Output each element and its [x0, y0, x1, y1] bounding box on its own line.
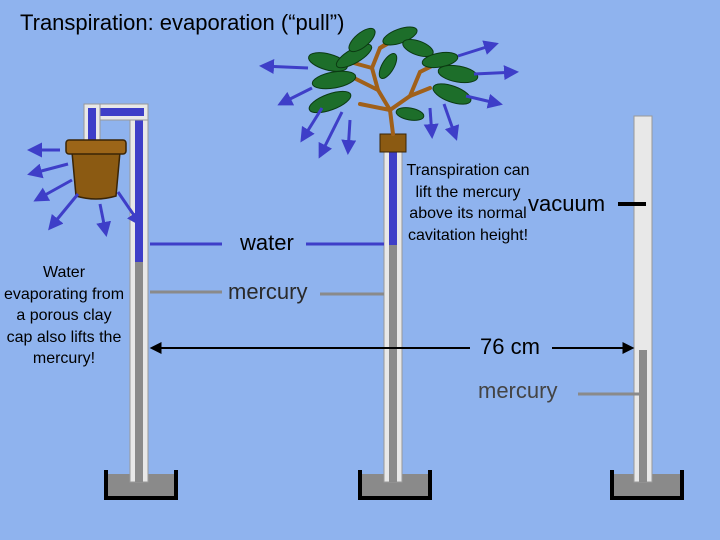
- mercury-label-left: mercury: [228, 279, 308, 304]
- evaporation-arrow-icon: [27, 142, 142, 237]
- pointer-lines: [149, 202, 646, 396]
- plant-apparatus: [259, 26, 519, 500]
- height-label: 76 cm: [480, 334, 540, 359]
- barometer-apparatus: [610, 115, 684, 500]
- page-title: Transpiration: evaporation (“pull”): [20, 10, 345, 35]
- clay-pot-icon: [65, 139, 127, 200]
- mercury-dish-right: [614, 474, 680, 496]
- evaporation-arrow-icon: [259, 40, 519, 159]
- plant-icon: [308, 26, 479, 136]
- mercury-label-right: mercury: [478, 378, 558, 403]
- transpiration-note: Transpiration can lift the mercury above…: [406, 162, 530, 244]
- water-label: water: [240, 230, 294, 255]
- clay-cap-note: Water evaporating from a porous clay cap…: [3, 264, 125, 367]
- vacuum-label: vacuum: [528, 191, 606, 216]
- mercury-dish-middle: [362, 474, 428, 496]
- mercury-dish-left: [108, 474, 174, 496]
- clay-cap-apparatus: [27, 103, 178, 500]
